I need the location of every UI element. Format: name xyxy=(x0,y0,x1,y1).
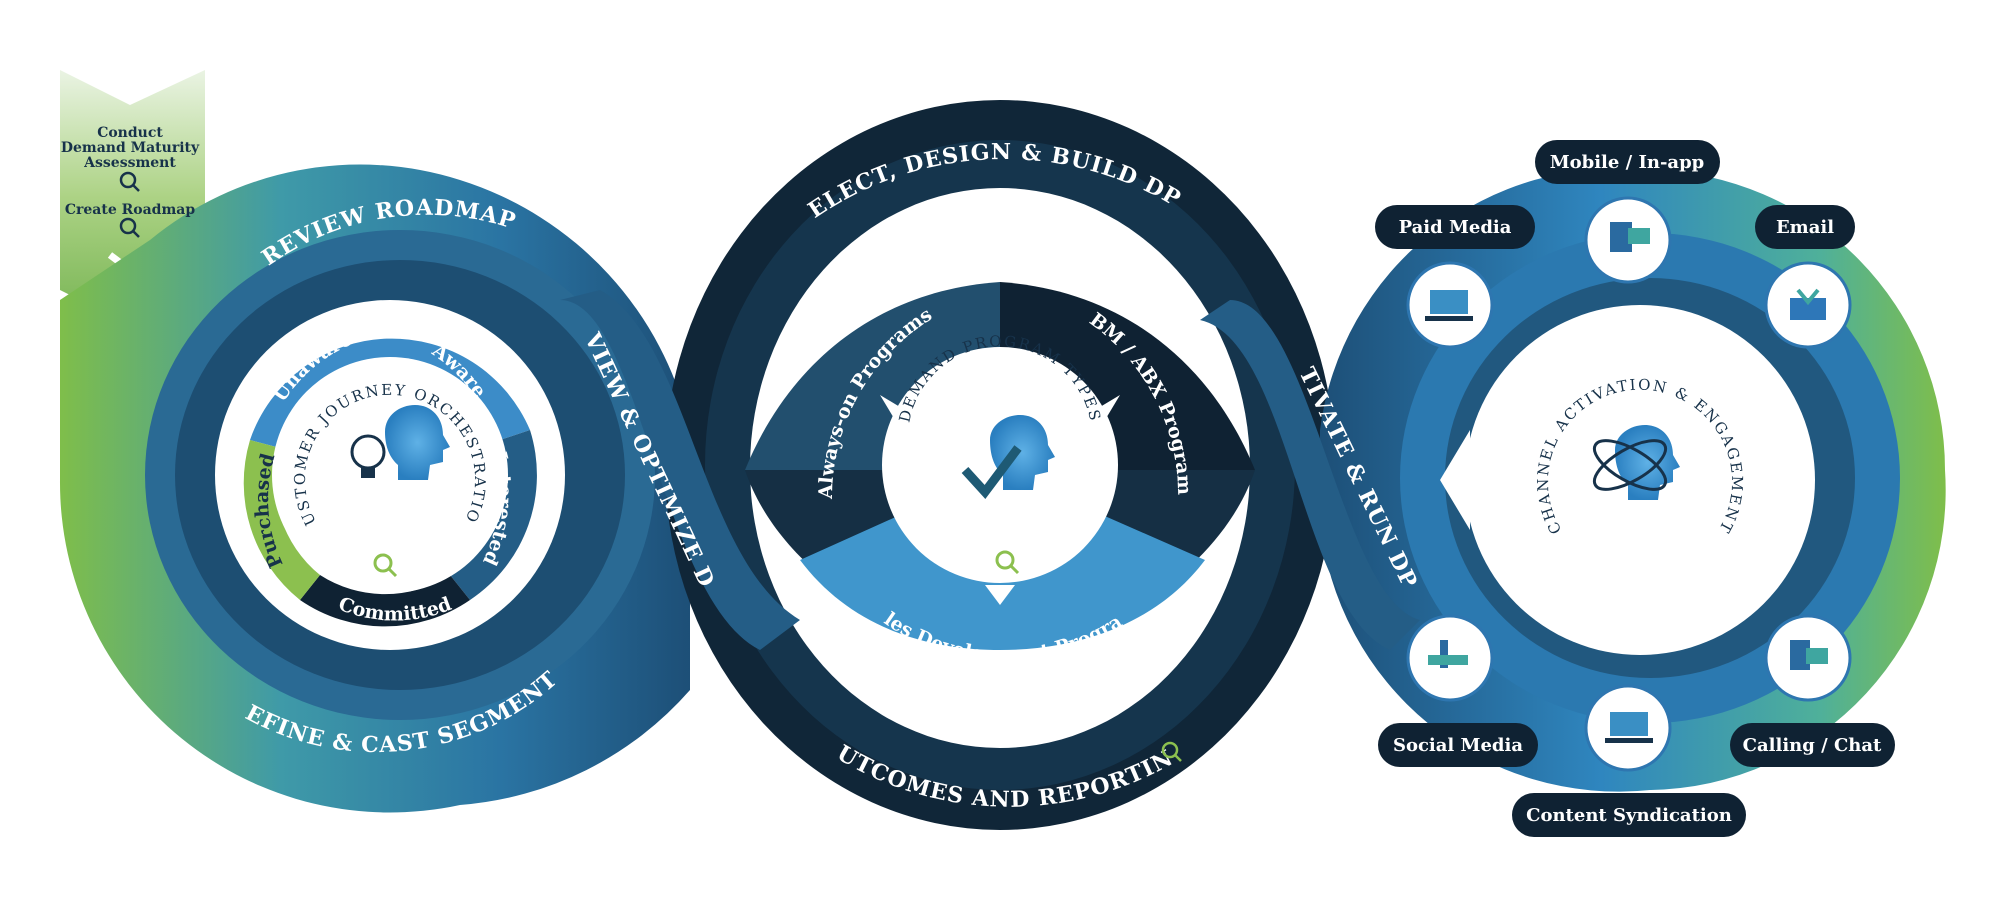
mobile-icon xyxy=(1610,222,1632,252)
channel-node-mobile[interactable] xyxy=(1584,196,1672,284)
channel-label-calling-chat: Calling / Chat xyxy=(1743,735,1882,756)
channel-label-content-syndication: Content Syndication xyxy=(1526,805,1732,826)
lightbulb-head-icon xyxy=(350,405,450,480)
atom-head-icon xyxy=(1592,425,1680,500)
pill-mobile[interactable] xyxy=(1535,140,1720,184)
channel-node-calling-chat[interactable] xyxy=(1764,614,1852,702)
right-loop xyxy=(1320,140,1946,837)
start-step-line2: Demand Maturity xyxy=(61,140,200,156)
channel-label-social-media: Social Media xyxy=(1393,735,1523,756)
pill-content-syndication[interactable] xyxy=(1512,793,1746,837)
microphone-icon xyxy=(1440,640,1448,668)
checkmark-head-icon xyxy=(961,415,1055,500)
pill-email[interactable] xyxy=(1755,205,1855,249)
zoom-icon[interactable] xyxy=(1161,741,1182,762)
start-step-line4: Create Roadmap xyxy=(65,202,195,218)
start-step-line3: Assessment xyxy=(83,155,176,171)
monitor-icon xyxy=(1610,712,1648,736)
pill-paid-media[interactable] xyxy=(1375,205,1535,249)
channel-label-paid-media: Paid Media xyxy=(1399,217,1512,238)
pill-social-media[interactable] xyxy=(1378,723,1538,767)
crossover-right xyxy=(1200,300,1420,650)
center-loop xyxy=(665,100,1335,830)
zoom-icon[interactable] xyxy=(995,550,1020,575)
channel-node-content-syndication[interactable] xyxy=(1584,684,1672,772)
zoom-icon[interactable] xyxy=(119,171,140,192)
channel-label-mobile: Mobile / In-app xyxy=(1550,152,1705,173)
laptop-icon xyxy=(1430,290,1468,314)
left-loop xyxy=(59,164,691,813)
crossover-left xyxy=(560,290,800,650)
start-step-line1: Conduct xyxy=(97,125,163,141)
zoom-icon[interactable] xyxy=(119,217,140,238)
envelope-icon xyxy=(1790,298,1826,320)
chat-icon xyxy=(1790,640,1810,670)
channel-node-paid-media[interactable] xyxy=(1406,261,1494,349)
channel-node-email[interactable] xyxy=(1764,261,1852,349)
pill-calling-chat[interactable] xyxy=(1730,723,1895,767)
channel-node-social-media[interactable] xyxy=(1406,614,1494,702)
zoom-icon[interactable] xyxy=(373,553,398,578)
channel-label-email: Email xyxy=(1776,217,1834,238)
